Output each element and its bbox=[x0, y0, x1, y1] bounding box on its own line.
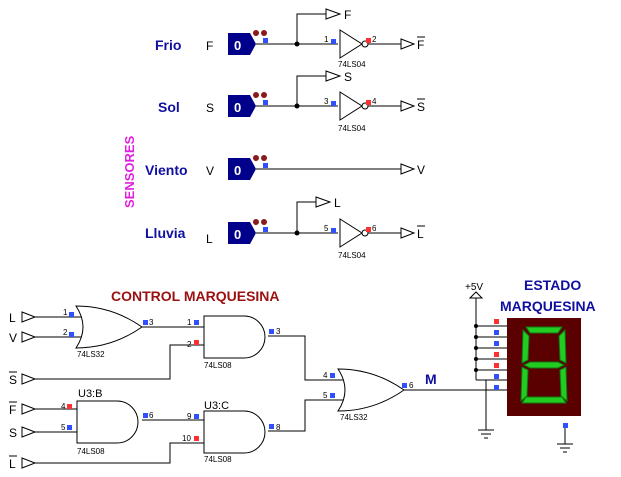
svg-text:2: 2 bbox=[187, 340, 192, 349]
display-title-2: MARQUESINA bbox=[500, 298, 596, 314]
net-out-s-bar: S bbox=[417, 100, 425, 114]
svg-text:9: 9 bbox=[187, 412, 192, 421]
svg-text:0: 0 bbox=[234, 100, 241, 115]
svg-text:6: 6 bbox=[372, 224, 377, 233]
svg-text:1: 1 bbox=[324, 35, 329, 44]
net-out-l-bar: L bbox=[417, 227, 424, 241]
not-gate-frio bbox=[339, 29, 363, 59]
sensor-letter-lluvia: L bbox=[206, 232, 213, 246]
svg-text:+5V: +5V bbox=[465, 282, 483, 293]
sensor-name-frio: Frio bbox=[155, 37, 181, 53]
svg-text:5: 5 bbox=[61, 423, 66, 432]
svg-text:U3:B: U3:B bbox=[78, 388, 102, 400]
svg-text:0: 0 bbox=[234, 38, 241, 53]
sensor-row-sol: Sol S 0 S 3 4 74LS04 S bbox=[158, 70, 425, 133]
svg-text:2: 2 bbox=[372, 35, 377, 44]
display-title-1: ESTADO bbox=[524, 277, 581, 293]
svg-text:74LS32: 74LS32 bbox=[340, 413, 368, 422]
svg-text:0: 0 bbox=[234, 227, 241, 242]
sensor-name-viento: Viento bbox=[145, 162, 188, 178]
svg-text:6: 6 bbox=[149, 411, 154, 420]
sensor-name-sol: Sol bbox=[158, 99, 180, 115]
not-gate-lluvia bbox=[339, 218, 363, 248]
logic-probe-viento[interactable]: 0 bbox=[228, 158, 256, 180]
input-s-bar: S bbox=[9, 373, 17, 387]
svg-text:4: 4 bbox=[323, 371, 328, 380]
net-out-s: S bbox=[344, 70, 352, 84]
input-l: L bbox=[9, 311, 16, 325]
sensors-title: SENSORES bbox=[122, 135, 137, 208]
and-gate-1: 1 2 3 74LS08 bbox=[187, 315, 281, 370]
svg-text:74LS04: 74LS04 bbox=[338, 60, 366, 69]
net-out-v: V bbox=[417, 163, 425, 177]
svg-text:6: 6 bbox=[409, 381, 414, 390]
svg-text:74LS08: 74LS08 bbox=[204, 361, 232, 370]
and-gate-u3c: U3:C 9 10 8 74LS08 bbox=[182, 400, 281, 464]
svg-text:U3:C: U3:C bbox=[204, 400, 229, 412]
sensor-letter-viento: V bbox=[206, 164, 214, 178]
svg-text:0: 0 bbox=[234, 163, 241, 178]
input-v: V bbox=[9, 331, 17, 345]
svg-text:1: 1 bbox=[187, 318, 192, 327]
sensor-name-lluvia: Lluvia bbox=[145, 225, 186, 241]
svg-text:2: 2 bbox=[63, 328, 68, 337]
svg-text:1: 1 bbox=[63, 308, 68, 317]
svg-text:5: 5 bbox=[323, 391, 328, 400]
svg-text:74LS04: 74LS04 bbox=[338, 124, 366, 133]
svg-text:3: 3 bbox=[276, 327, 281, 336]
output-label-m: M bbox=[425, 371, 437, 387]
sensor-letter-sol: S bbox=[206, 101, 214, 115]
svg-text:8: 8 bbox=[276, 423, 281, 432]
svg-text:4: 4 bbox=[61, 402, 66, 411]
input-l-bar: L bbox=[9, 457, 16, 471]
svg-text:3: 3 bbox=[324, 97, 329, 106]
or-gate-1: 1 2 3 74LS32 bbox=[63, 305, 154, 359]
net-out-l: L bbox=[334, 196, 341, 210]
input-s: S bbox=[9, 426, 17, 440]
input-f-bar: F bbox=[9, 403, 16, 417]
svg-text:10: 10 bbox=[182, 434, 191, 443]
control-title: CONTROL MARQUESINA bbox=[111, 288, 280, 304]
svg-text:3: 3 bbox=[149, 318, 154, 327]
net-out-f-bar: F bbox=[417, 38, 424, 52]
svg-text:74LS08: 74LS08 bbox=[204, 455, 232, 464]
svg-text:74LS08: 74LS08 bbox=[77, 447, 105, 456]
sensor-letter-frio: F bbox=[206, 39, 213, 53]
control-inputs: L V S F S L bbox=[9, 311, 37, 471]
logic-probe-frio[interactable]: 0 bbox=[228, 33, 256, 55]
net-out-f: F bbox=[344, 8, 351, 22]
or-gate-2: 4 5 6 74LS32 bbox=[323, 368, 414, 422]
and-gate-u3b: U3:B 4 5 6 74LS08 bbox=[61, 388, 154, 456]
logic-probe-sol[interactable]: 0 bbox=[228, 95, 256, 117]
svg-text:4: 4 bbox=[372, 97, 377, 106]
sensor-row-viento: Viento V 0 V bbox=[145, 155, 425, 180]
svg-text:74LS32: 74LS32 bbox=[77, 350, 105, 359]
svg-text:5: 5 bbox=[324, 224, 329, 233]
display-pins bbox=[494, 319, 499, 390]
not-gate-sol bbox=[339, 91, 363, 121]
svg-text:74LS04: 74LS04 bbox=[338, 251, 366, 260]
sensor-row-lluvia: Lluvia L 0 L 5 6 74LS04 L bbox=[145, 196, 425, 260]
logic-probe-lluvia[interactable]: 0 bbox=[228, 222, 256, 244]
seven-segment-display bbox=[507, 318, 581, 453]
sensor-row-frio: Frio F 0 F 1 2 74LS04 F bbox=[155, 8, 425, 69]
